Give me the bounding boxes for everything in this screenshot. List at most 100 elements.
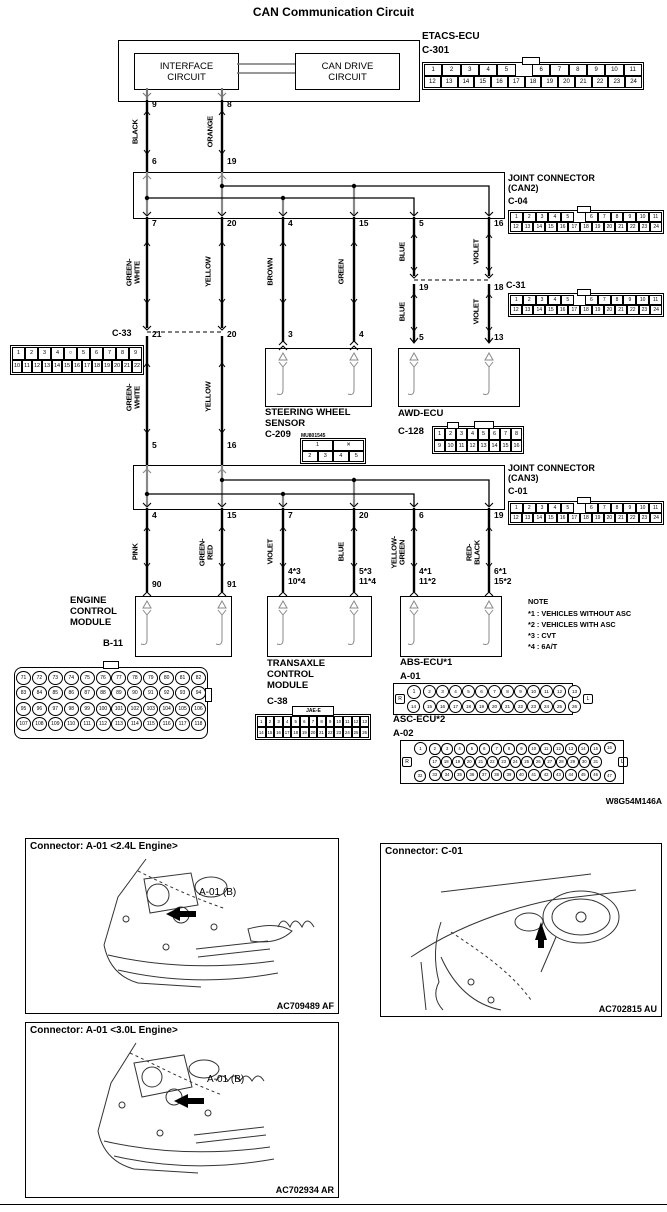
jc3-code: C-01 [508, 486, 528, 496]
jc2-code: C-04 [508, 196, 528, 206]
b11-key-tab [103, 661, 120, 669]
pin-awd-5: 5 [419, 332, 424, 342]
pin-c31-18: 18 [494, 282, 504, 292]
wire-color-violet-3: VIOLET [265, 539, 275, 565]
photo3-caption: AC702934 AR [275, 1185, 334, 1195]
a02-left-corner-pins: 1 32 [414, 741, 427, 783]
wire-color-violet-1: VIOLET [471, 239, 481, 265]
wire-color-yellow-2: YELLOW [203, 381, 213, 412]
tcm-code: C-38 [267, 696, 288, 707]
wire-color-green-white-1: GREEN- WHITE [124, 258, 142, 287]
pin-tcm-1: 4*3 10*4 [288, 566, 306, 586]
pin-c33-21: 21 [152, 329, 162, 339]
c31-key-tab [576, 289, 591, 296]
transaxle-control-module-box [267, 596, 372, 657]
wire-color-red-black: RED- BLACK [464, 540, 482, 565]
pin-sensor-3: 3 [288, 329, 293, 339]
pin-can2-out-16: 16 [494, 218, 504, 228]
abs-ecu-box [400, 596, 502, 657]
pin-etacs-8: 8 [227, 99, 232, 109]
awd-ecu-box [398, 348, 520, 407]
wire-color-yellow-green: YELLOW- GREEN [389, 536, 407, 569]
pin-sensor-4: 4 [359, 329, 364, 339]
wires-can3-outputs [142, 508, 494, 597]
pin-can3-out-20: 20 [359, 510, 369, 520]
a01-left-corner-pins: 1 14 [407, 684, 421, 714]
a01-right-marker: R [395, 694, 405, 704]
wire-color-yellow-1: YELLOW [203, 256, 213, 287]
note-line-2: *2 : VEHICLES WITH ASC [528, 620, 616, 629]
engine-bay-illustration-24l [103, 858, 315, 988]
sensor-code: C-209 [265, 429, 291, 440]
engine-control-module-box [135, 596, 232, 657]
wire-color-blue-1: BLUE [397, 242, 407, 262]
photo1-header: Connector: A-01 <2.4L Engine> [30, 841, 178, 852]
pin-can3-out-7: 7 [288, 510, 293, 520]
etacs-code: C-301 [422, 45, 450, 56]
wire-color-brown: BROWN [265, 257, 275, 286]
pin-can2-out-20: 20 [227, 218, 237, 228]
wires-can2-outputs [143, 217, 493, 342]
c38-key-label: JAE-E [292, 706, 335, 716]
note-line-1: *1 : VEHICLES WITHOUT ASC [528, 609, 632, 618]
pin-can2-6: 6 [152, 156, 157, 166]
wire-color-blue-3: BLUE [336, 542, 346, 562]
tcm-name: TRANSAXLE CONTROL MODULE [267, 658, 326, 691]
a02-right-corner-pins: 16 47 [603, 741, 616, 783]
c33-code: C-33 [112, 328, 132, 338]
awd-name: AWD-ECU [398, 408, 444, 419]
pin-can2-out-15: 15 [359, 218, 369, 228]
awd-code: C-128 [398, 426, 424, 437]
ecm-name: ENGINE CONTROL MODULE [70, 595, 117, 628]
steering-wheel-sensor-box [265, 348, 372, 407]
dashboard-illustration-c01 [410, 873, 637, 1011]
sensor-name: STEERING WHEEL SENSOR [265, 407, 351, 429]
wire-color-pink: PINK [130, 543, 140, 561]
a01-left-marker: L [583, 694, 593, 704]
note-line-3: *3 : CVT [528, 631, 556, 640]
interface-circuit-box: INTERFACE CIRCUIT [134, 53, 239, 90]
pin-etacs-9: 9 [152, 99, 157, 109]
wire-color-violet-2: VIOLET [471, 299, 481, 325]
pin-ecm-90: 90 [152, 579, 162, 589]
a02-left-marker: L [617, 757, 628, 767]
c31-code: C-31 [506, 280, 526, 290]
pin-abs-2: 6*1 15*2 [494, 566, 512, 586]
ecm-code: B-11 [103, 638, 124, 649]
figure-code: W8G54M146A [605, 796, 662, 806]
joint-connector-can3-box [133, 465, 505, 510]
wire-color-green: GREEN [336, 259, 346, 285]
can-drive-circuit-label: CAN DRIVE CIRCUIT [321, 60, 374, 83]
pin-can2-out-7: 7 [152, 218, 157, 228]
asc-name: ASC-ECU*2 [393, 714, 446, 725]
pin-can3-out-19: 19 [494, 510, 504, 520]
pin-can3-in-5: 5 [152, 440, 157, 450]
connector-location-a01-24l: Connector: A-01 <2.4L Engine> A-01 (B) A… [25, 838, 339, 1014]
pin-c33-20: 20 [227, 329, 237, 339]
connector-location-a01-30l: Connector: A-01 <3.0L Engine> A-01 (B) A… [25, 1022, 339, 1198]
c128-key-tab-2 [474, 421, 495, 429]
can-drive-circuit-box: CAN DRIVE CIRCUIT [295, 53, 400, 90]
note-line-4: *4 : 6A/T [528, 642, 558, 651]
photo1-caption: AC709489 AF [276, 1001, 334, 1011]
pin-can2-19: 19 [227, 156, 237, 166]
photo2-header: Connector: C-01 [385, 846, 463, 857]
wire-color-green-white-2: GREEN- WHITE [124, 383, 142, 412]
pin-can3-out-4: 4 [152, 510, 157, 520]
c01-key-tab [576, 497, 591, 504]
b11-side-tab [205, 688, 212, 702]
